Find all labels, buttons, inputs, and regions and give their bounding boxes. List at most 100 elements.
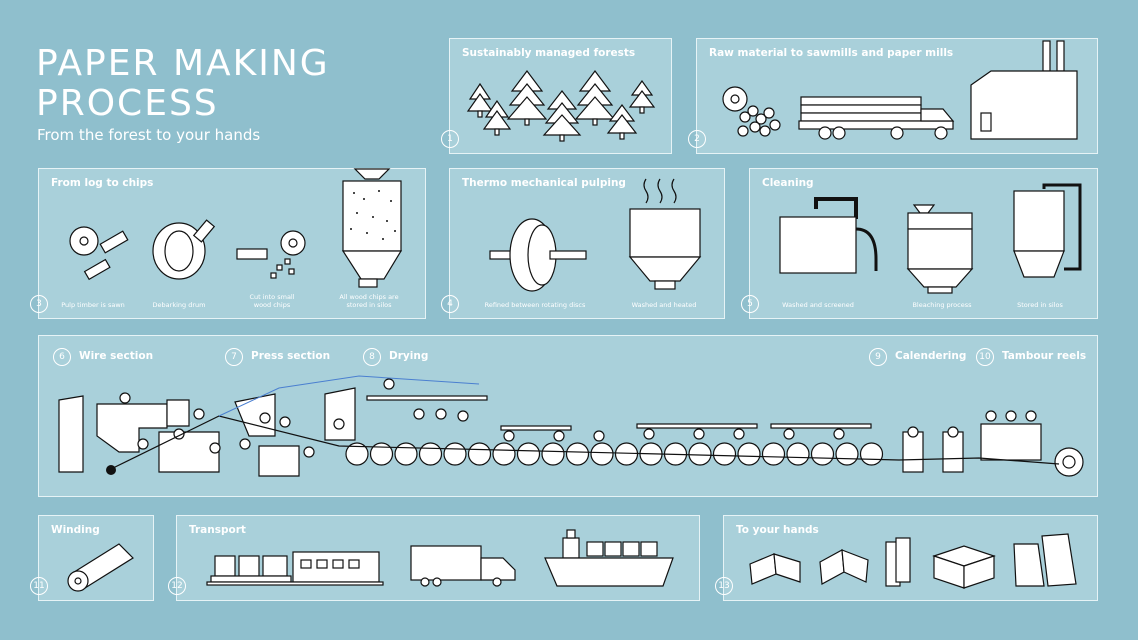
- drying-cylinder: [614, 442, 639, 466]
- paper-machine-illustration: [58, 375, 1084, 477]
- guide-roll: [457, 410, 469, 422]
- guide-roll: [239, 438, 251, 450]
- label-drying: Drying: [389, 350, 429, 362]
- guide-roll: [643, 428, 655, 440]
- paper-products-icons: [749, 533, 1077, 589]
- step-number: 2: [688, 130, 706, 148]
- guide-roll: [259, 412, 271, 424]
- logging-truck-icon: [722, 40, 1078, 140]
- step-number: 4: [441, 295, 459, 313]
- panel-transport: Transport 12: [168, 515, 700, 601]
- panel-cleaning: Cleaning 5 Washed and screened Bleaching…: [741, 168, 1098, 319]
- guide-roll: [503, 430, 515, 442]
- guide-roll: [279, 416, 291, 428]
- drying-cylinder: [394, 442, 418, 466]
- drying-cylinder: [345, 442, 369, 466]
- guide-roll: [383, 378, 395, 390]
- drying-cylinder: [688, 442, 712, 466]
- drying-cylinder: [467, 442, 492, 466]
- transport-icons: [206, 529, 674, 587]
- caption-washed-heated: Washed and heated: [631, 301, 697, 309]
- guide-roll: [1005, 410, 1017, 422]
- guide-roll: [553, 430, 565, 442]
- drying-cylinder: [835, 442, 859, 466]
- title-line-1: PAPER MAKING: [36, 43, 330, 84]
- step-number: 3: [30, 295, 48, 313]
- guide-roll: [693, 428, 705, 440]
- guide-roll: [907, 426, 919, 438]
- drying-cylinder: [541, 442, 565, 466]
- panel-to-your-hands: To your hands 13: [715, 515, 1098, 601]
- caption-stored-silos: Stored in silos: [1017, 301, 1063, 309]
- caption-chips-silos: All wood chips are stored in silos: [339, 293, 399, 309]
- step-number: 5: [741, 295, 759, 313]
- drying-cylinder: [761, 442, 786, 466]
- caption-bleaching: Bleaching process: [912, 301, 972, 309]
- drying-cylinder: [443, 442, 467, 466]
- panel-title: Thermo mechanical pulping: [462, 177, 626, 189]
- step-number-wire: 6: [53, 348, 71, 366]
- drying-cylinder: [712, 442, 737, 466]
- panel-log-to-chips: From log to chips 3 Pulp timber is sawn …: [30, 168, 426, 319]
- guide-roll: [733, 428, 745, 440]
- guide-roll: [435, 408, 447, 420]
- panel-winding: Winding 11: [30, 515, 154, 601]
- drying-cylinder: [786, 442, 810, 466]
- guide-roll: [593, 430, 605, 442]
- guide-roll: [303, 446, 315, 458]
- step-number-press: 7: [225, 348, 243, 366]
- panel-thermo-pulping: Thermo mechanical pulping 4 Refined betw…: [441, 168, 725, 319]
- drying-cylinder: [516, 442, 541, 466]
- label-tambour-reels: Tambour reels: [1002, 350, 1087, 362]
- step-number: 1: [441, 130, 459, 148]
- paper-roll-icon: [67, 543, 134, 592]
- caption-pulp-timber: Pulp timber is sawn: [61, 301, 125, 309]
- panel-raw-material: Raw material to sawmills and paper mills…: [688, 38, 1098, 154]
- panel-title: To your hands: [736, 524, 819, 536]
- drying-cylinder: [859, 442, 884, 466]
- caption-debarking-drum: Debarking drum: [152, 301, 206, 309]
- panel-title: Transport: [189, 524, 246, 536]
- caption-cut-chips: Cut into small wood chips: [249, 293, 295, 309]
- guide-roll: [985, 410, 997, 422]
- guide-roll: [193, 408, 205, 420]
- caption-refined: Refined between rotating discs: [484, 301, 586, 309]
- step-number: 12: [168, 577, 186, 595]
- drying-cylinder: [810, 442, 835, 466]
- step-number: 13: [715, 577, 733, 595]
- step-number: 11: [30, 577, 48, 595]
- panel-paper-machine: 6 Wire section 7 Press section 8 Drying …: [38, 335, 1098, 497]
- guide-roll: [947, 426, 959, 438]
- label-calendering: Calendering: [895, 350, 967, 362]
- panel-title: Raw material to sawmills and paper mills: [709, 47, 954, 59]
- panel-title: Sustainably managed forests: [462, 47, 636, 59]
- caption-washed-screened: Washed and screened: [782, 301, 854, 309]
- guide-roll: [783, 428, 795, 440]
- panel-title: From log to chips: [51, 177, 154, 189]
- guide-roll: [1025, 410, 1037, 422]
- guide-roll: [333, 418, 345, 430]
- drying-cylinder: [737, 442, 761, 466]
- guide-roll: [119, 392, 131, 404]
- panel-title: Cleaning: [762, 177, 814, 189]
- title-line-2: PROCESS: [36, 83, 219, 124]
- refiner-washer-icon: [489, 178, 702, 292]
- panel-forests: Sustainably managed forests 1: [441, 38, 672, 154]
- chipping-icons: [69, 168, 403, 288]
- trees-icon: [466, 70, 656, 142]
- drying-cylinder: [492, 442, 516, 466]
- label-press-section: Press section: [251, 350, 331, 362]
- drying-cylinder: [565, 442, 590, 466]
- drying-cylinder: [418, 442, 443, 466]
- page-title: PAPER MAKING PROCESS: [36, 44, 436, 124]
- drying-cylinder: [590, 442, 614, 466]
- step-number-tambour: 10: [976, 348, 994, 366]
- guide-roll: [209, 442, 221, 454]
- drying-cylinder: [369, 442, 394, 466]
- guide-roll: [137, 438, 149, 450]
- page-subtitle: From the forest to your hands: [37, 126, 261, 144]
- cleaning-tanks-icon: [779, 183, 1082, 294]
- step-number-drying: 8: [363, 348, 381, 366]
- panel-title: Winding: [51, 524, 100, 536]
- guide-roll: [833, 428, 845, 440]
